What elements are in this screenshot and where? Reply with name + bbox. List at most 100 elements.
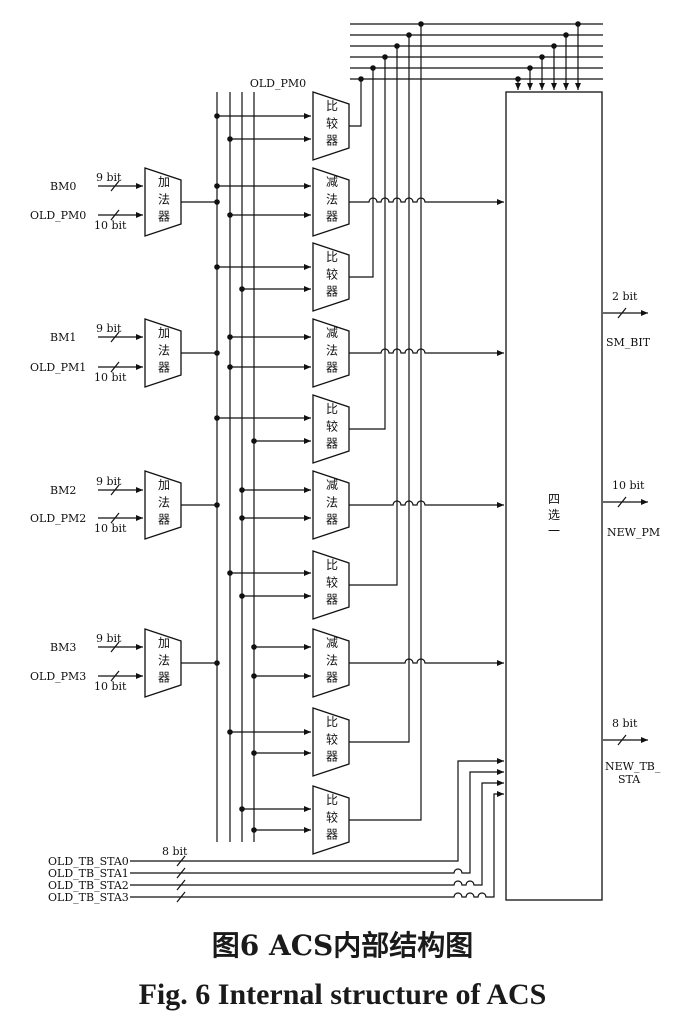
output-name-label: STA: [618, 773, 641, 786]
bm-width-label: 9 bit: [96, 632, 122, 645]
subtractor-output-wire: [349, 197, 504, 205]
adder-char: 加: [158, 636, 170, 650]
comparator-char: 较: [326, 418, 338, 433]
bus-width-slash: [110, 361, 120, 373]
mux-char: 选: [548, 508, 560, 522]
bus-label: OLD_PM0: [250, 77, 306, 90]
junction-dot: [382, 54, 388, 60]
junction-dot: [227, 334, 233, 340]
comparator-char: 较: [326, 266, 338, 281]
junction-dot: [251, 750, 257, 756]
adder-0: 加法器: [144, 167, 182, 237]
tb-sta-input-label: OLD_TB_STA3: [48, 891, 129, 904]
junction-dot: [227, 570, 233, 576]
tb-sta-input-wire: [130, 780, 504, 886]
comparator-char: 较: [326, 731, 338, 746]
junction-dot: [251, 438, 257, 444]
adder-char: 法: [158, 495, 170, 509]
subtractor-1: 减法器: [312, 318, 350, 388]
output-name-label: NEW_TB_: [605, 760, 661, 773]
comparator-char: 器: [326, 593, 338, 607]
subtractor-char: 减: [326, 175, 338, 189]
subtractor-2: 减法器: [312, 470, 350, 540]
comparator-char: 比: [326, 715, 338, 729]
junction-dot: [539, 54, 545, 60]
old-pm-input-label: OLD_PM2: [30, 512, 86, 525]
bus-width-slash: [176, 855, 186, 867]
subtractor-char: 器: [326, 513, 338, 527]
wires: [98, 23, 648, 903]
adder-char: 法: [158, 653, 170, 667]
junction-dot: [239, 515, 245, 521]
junction-dot: [227, 136, 233, 142]
junction-dot: [515, 76, 521, 82]
comparator-char: 较: [326, 115, 338, 130]
comparator-char: 器: [326, 285, 338, 299]
bm-input-label: BM3: [50, 641, 76, 654]
comparator-char: 器: [326, 750, 338, 764]
bm-input-label: BM0: [50, 180, 76, 193]
adder-char: 加: [158, 175, 170, 189]
adder-char: 器: [158, 361, 170, 375]
subtractor-output-wire: [349, 348, 504, 356]
adder-char: 器: [158, 671, 170, 685]
comparator-output-wire: [349, 79, 362, 127]
mux-4to1: 四选一: [505, 91, 603, 901]
caption-chinese: 图6 ACS内部结构图: [211, 929, 474, 962]
pm-width-label: 10 bit: [94, 680, 127, 693]
subtractor-char: 减: [326, 636, 338, 650]
adder-1: 加法器: [144, 318, 182, 388]
blocks: 加法器加法器加法器加法器减法器减法器减法器减法器比较器比较器比较器比较器比较器比…: [144, 91, 603, 901]
comparator-2: 比较器: [312, 394, 350, 464]
bus-width-slash: [617, 307, 627, 319]
comparator-char: 比: [326, 250, 338, 264]
junction-dot: [214, 350, 220, 356]
junction-dot: [394, 43, 400, 49]
adder-char: 器: [158, 210, 170, 224]
subtractor-char: 器: [326, 210, 338, 224]
bus-width-slash: [176, 879, 186, 891]
junction-dot: [214, 660, 220, 666]
junction-dot: [551, 43, 557, 49]
bus-width-slash: [110, 180, 120, 192]
bus-width-slash: [617, 734, 627, 746]
adder-3: 加法器: [144, 628, 182, 698]
pm-width-label: 10 bit: [94, 371, 127, 384]
tb-sta-input-label: OLD_TB_STA2: [48, 879, 129, 892]
output-width-label: 2 bit: [612, 290, 638, 303]
comparator-5: 比较器: [312, 785, 350, 855]
junction-dot: [575, 21, 581, 27]
bus-width-slash: [176, 891, 186, 903]
output-name-label: SM_BIT: [606, 336, 651, 349]
bm-input-label: BM1: [50, 331, 76, 344]
bm-width-label: 9 bit: [96, 475, 122, 488]
junction-dot: [406, 32, 412, 38]
subtractor-char: 法: [326, 653, 338, 667]
comparator-char: 比: [326, 793, 338, 807]
output-name-label: NEW_PM: [607, 526, 660, 539]
junction-dot: [214, 199, 220, 205]
comparator-0: 比较器: [312, 91, 350, 161]
junction-dot: [227, 729, 233, 735]
tb-width-label: 8 bit: [162, 845, 188, 858]
tb-sta-input-wire: [130, 791, 504, 898]
junction-dot: [239, 806, 245, 812]
junction-dot: [251, 827, 257, 833]
junction-dot: [214, 264, 220, 270]
comparator-3: 比较器: [312, 550, 350, 620]
comparator-char: 器: [326, 437, 338, 451]
subtractor-output-wire: [349, 658, 504, 666]
comparator-char: 器: [326, 134, 338, 148]
subtractor-0: 减法器: [312, 167, 350, 237]
tb-sta-input-label: OLD_TB_STA1: [48, 867, 129, 880]
subtractor-char: 减: [326, 478, 338, 492]
bm-input-label: BM2: [50, 484, 76, 497]
adder-char: 法: [158, 192, 170, 206]
junction-dot: [214, 502, 220, 508]
bus-width-slash: [617, 496, 627, 508]
junction-dot: [527, 65, 533, 71]
caption-english: Fig. 6 Internal structure of ACS: [138, 978, 547, 1011]
junction-dot: [358, 76, 364, 82]
junction-dots: [214, 21, 581, 833]
